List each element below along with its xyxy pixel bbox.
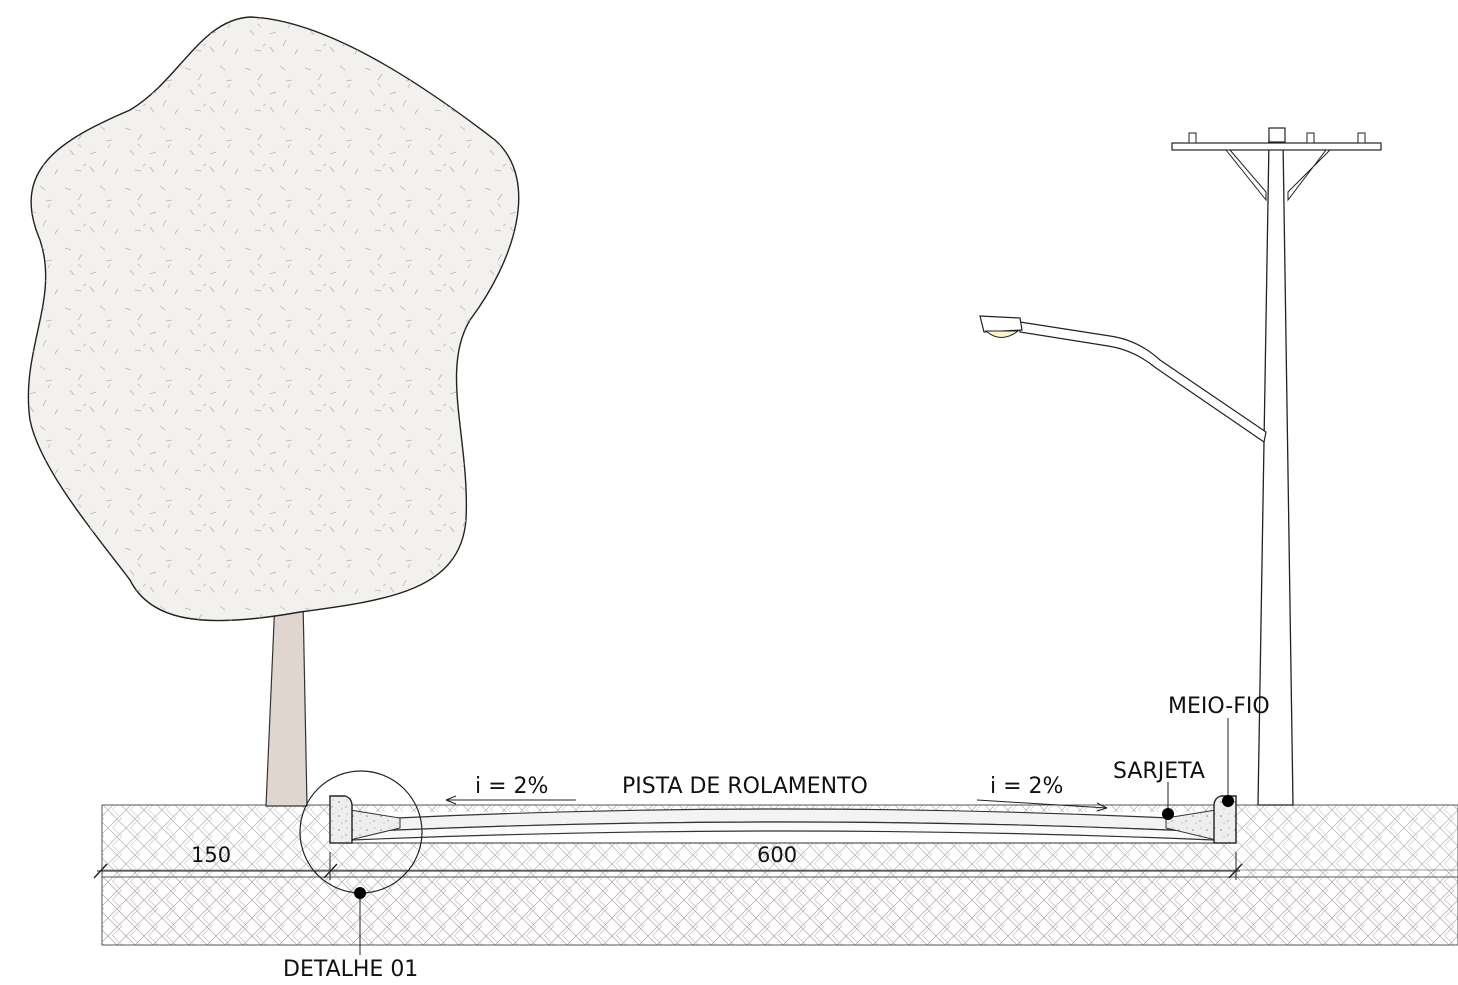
insulator-left (1188, 132, 1197, 144)
ground-lower-layer (101, 876, 1458, 946)
label-slope-right: i = 2% (990, 774, 1063, 799)
pavement (329, 795, 1237, 844)
leaders (354, 718, 1234, 955)
right-curb (1213, 795, 1237, 844)
lamp-head (979, 315, 1023, 333)
label-detalhe: DETALHE 01 (283, 957, 418, 982)
meio-fio-marker (1222, 795, 1234, 807)
label-pista: PISTA DE ROLAMENTO (622, 774, 868, 799)
tree-icon (27, 16, 520, 807)
utility-pole-icon (1171, 127, 1382, 806)
lamp-bulb (984, 330, 1020, 338)
insulator-right (1357, 132, 1366, 144)
street-lamp-icon (979, 315, 1267, 444)
tree-trunk (265, 599, 308, 807)
sarjeta-marker (1162, 808, 1174, 820)
brace-left (1224, 149, 1267, 202)
pole-top (1268, 127, 1286, 143)
slope-arrow-right (976, 799, 1108, 812)
slope-arrow-left (445, 795, 576, 805)
insulator-mid (1306, 132, 1315, 144)
detalhe-marker (354, 887, 366, 899)
label-sarjeta: SARJETA (1113, 759, 1205, 784)
crossarm (1171, 142, 1382, 151)
left-curb (329, 795, 353, 844)
dimension-sidewalk: 150 (191, 843, 231, 867)
lamp-arm (1019, 321, 1267, 444)
label-meio-fio: MEIO-FIO (1168, 694, 1270, 719)
dimension-line (93, 852, 1243, 880)
dimension-roadway: 600 (757, 843, 797, 867)
label-slope-left: i = 2% (475, 774, 548, 799)
brace-right (1287, 149, 1332, 202)
